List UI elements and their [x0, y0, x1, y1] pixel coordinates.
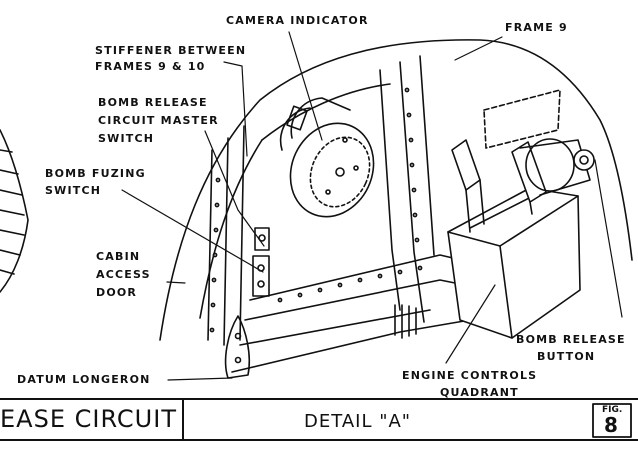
- camera-indicator-drawing: [279, 97, 375, 218]
- engine-controls-quadrant-drawing: [447, 138, 595, 339]
- label-release-button-line1: BOMB RELEASE: [516, 333, 626, 346]
- label-stiffener-line1: STIFFENER BETWEEN: [95, 44, 247, 57]
- label-fuzing-line1: BOMB FUZING: [45, 167, 146, 180]
- label-camera-indicator: CAMERA INDICATOR: [226, 14, 369, 27]
- label-master-switch-line2: CIRCUIT MASTER: [98, 114, 219, 127]
- label-cabin-line2: ACCESS: [96, 268, 151, 281]
- left-partial-structure: [0, 129, 29, 293]
- datum-longeron-bracket: [224, 315, 251, 379]
- label-stiffener-line2: FRAMES 9 & 10: [95, 60, 206, 73]
- label-cabin-line3: DOOR: [96, 286, 138, 299]
- frame-9-structure: [379, 55, 435, 339]
- label-engine-line2: QUADRANT: [440, 386, 519, 399]
- fuselage-contour: [159, 39, 633, 341]
- title-left-text: EASE CIRCUIT: [0, 405, 177, 433]
- upper-right-panel: [483, 89, 561, 149]
- label-release-button-line2: BUTTON: [537, 350, 596, 363]
- label-engine-line1: ENGINE CONTROLS: [402, 369, 538, 382]
- title-detail-text: DETAIL "A": [304, 411, 412, 432]
- stiffener-frame: [207, 125, 245, 346]
- label-master-switch-line3: SWITCH: [98, 132, 155, 145]
- label-datum-longeron: DATUM LONGERON: [17, 373, 151, 386]
- label-master-switch-line1: BOMB RELEASE: [98, 96, 208, 109]
- fig-label-text: FIG.: [602, 405, 623, 415]
- label-frame-9: FRAME 9: [505, 21, 568, 34]
- fuzing-switch-drawing: [252, 255, 270, 297]
- leader-lines: [121, 31, 623, 381]
- label-fuzing-line2: SWITCH: [45, 184, 102, 197]
- title-bar-frame: [0, 398, 638, 441]
- label-cabin-line1: CABIN: [96, 250, 141, 263]
- fig-number-text: 8: [604, 413, 618, 437]
- master-switch-drawing: [254, 227, 270, 251]
